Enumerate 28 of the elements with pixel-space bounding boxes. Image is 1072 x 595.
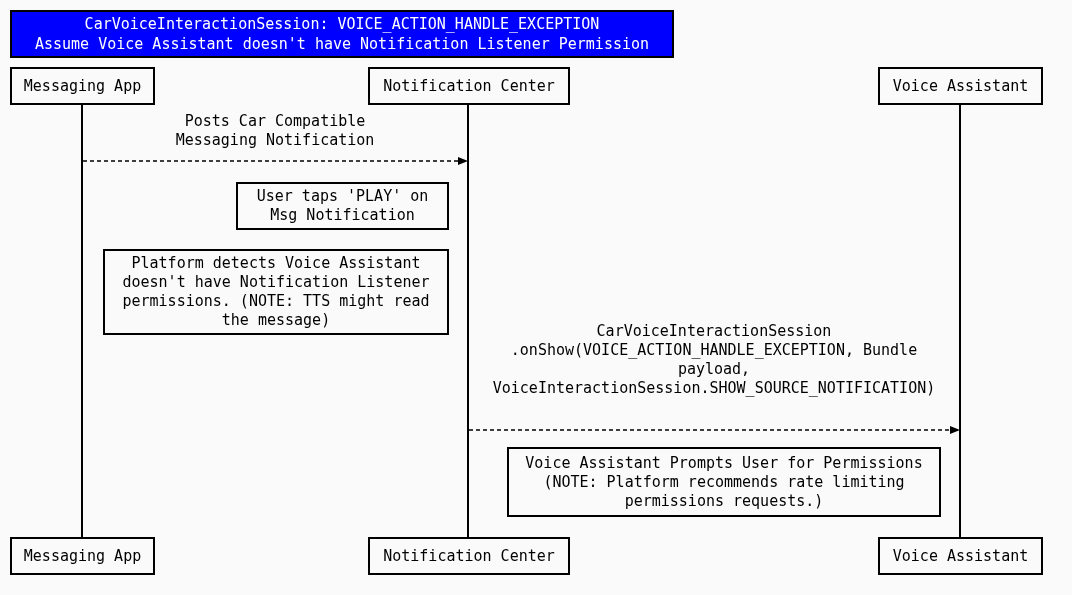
note-text: Platform detects Voice Assistant doesn't have Notification Listener permissions. (NOTE: TTS might read the message) [121, 254, 431, 330]
participant-label: Notification Center [383, 546, 555, 566]
message-label: CarVoiceInteractionSession .onShow(VOICE_ACTION_HANDLE_EXCEPTION, Bundle payload, VoiceInteractionSession.SHOW_SOURCE_NOTIFICATION) [491, 322, 937, 398]
participant-box [10, 67, 155, 105]
participant-label: Voice Assistant [892, 76, 1029, 96]
participant-label: Notification Center [383, 76, 555, 96]
participant-box [368, 67, 570, 105]
title-text: CarVoiceInteractionSession: VOICE_ACTION_HANDLE_EXCEPTION [84, 14, 600, 34]
message-label: Posts Car Compatible Messaging Notification [175, 112, 375, 150]
participant-label: Messaging App [23, 76, 142, 96]
participant-box [10, 537, 155, 575]
title-text: Assume Voice Assistant doesn't have Notification Listener Permission [34, 34, 650, 54]
lifeline [467, 105, 469, 537]
note-box [103, 249, 449, 335]
participant-box [368, 537, 570, 575]
participant-label: Messaging App [23, 546, 142, 566]
title-banner [10, 10, 674, 58]
note-text: User taps 'PLAY' on Msg Notification [256, 187, 429, 225]
note-text: Voice Assistant Prompts User for Permissions (NOTE: Platform recommends rate limiting permissions requests.) [524, 453, 924, 511]
lifeline [959, 105, 961, 537]
message-arrow [82, 157, 468, 165]
lifeline [81, 105, 83, 537]
participant-box [878, 537, 1043, 575]
participant-box [878, 67, 1043, 105]
note-box [507, 447, 941, 517]
note-box [236, 182, 449, 230]
message-arrow [468, 426, 960, 434]
participant-label: Voice Assistant [892, 546, 1029, 566]
